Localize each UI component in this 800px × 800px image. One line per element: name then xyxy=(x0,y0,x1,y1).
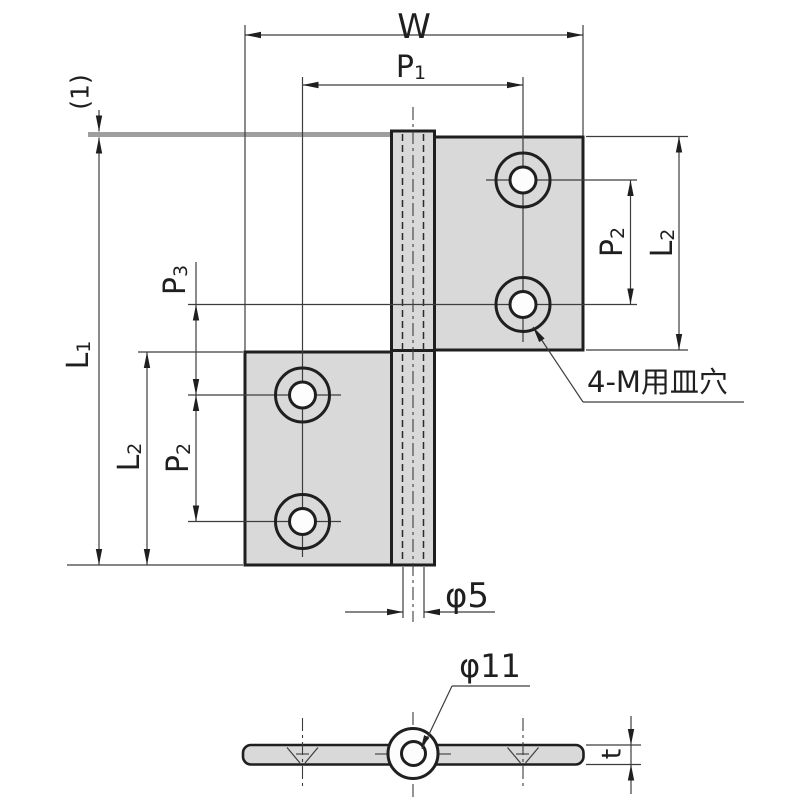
arrowhead xyxy=(143,549,151,565)
countersunk-hole-mid-right xyxy=(494,276,552,333)
phi11-label: φ11 xyxy=(459,647,521,685)
arrowhead xyxy=(143,352,151,368)
arrowhead xyxy=(95,549,103,565)
phi5-label: φ5 xyxy=(445,576,489,616)
pin-hole-circle xyxy=(400,740,427,767)
arrowhead xyxy=(627,180,634,196)
countersunk-hole-top-right xyxy=(494,151,552,209)
dimension-w: W xyxy=(244,7,584,351)
t-label: t xyxy=(597,749,628,760)
countersink-mark xyxy=(304,747,319,764)
arrowhead xyxy=(567,31,583,39)
arrowhead xyxy=(95,115,103,132)
dimension-l2-right: L2 xyxy=(586,135,688,351)
p1-label: P1 xyxy=(396,50,426,85)
p3-label: P3 xyxy=(158,265,193,295)
arrowhead xyxy=(302,81,319,89)
p2-right-label: P2 xyxy=(595,227,630,257)
dimension-p3-p2-left: P3 P2 xyxy=(158,262,200,522)
dimension-phi5: φ5 xyxy=(345,567,495,618)
dimension-l2-left: L2 xyxy=(112,351,243,565)
arrowhead xyxy=(424,608,440,616)
countersink-note-label: 4-M用皿穴 xyxy=(587,365,728,399)
l2-left-label: L2 xyxy=(112,443,147,472)
left-leaf xyxy=(243,350,393,567)
arrowhead xyxy=(192,395,200,411)
dimension-paren-one: (1) xyxy=(66,74,103,132)
paren-one-label: (1) xyxy=(66,74,95,109)
dimension-p2-right: P2 xyxy=(595,180,634,305)
arrowhead xyxy=(421,735,430,748)
countersunk-hole-mid-left xyxy=(274,366,331,424)
dimension-p1: P1 xyxy=(302,50,523,89)
arrowhead xyxy=(192,304,200,321)
arrowhead xyxy=(245,31,261,39)
l2-right-label: L2 xyxy=(645,229,680,258)
dimension-l1: L1 xyxy=(61,137,243,566)
arrowhead xyxy=(675,136,683,153)
l1-label: L1 xyxy=(61,341,96,370)
arrowhead xyxy=(192,505,200,522)
countersink-mark xyxy=(507,747,521,764)
top-view: W P1 (1) L1 L2 xyxy=(61,7,744,622)
p2-left-label: P2 xyxy=(161,443,196,473)
arrowhead xyxy=(627,288,634,305)
arrowhead xyxy=(675,334,683,350)
w-label: W xyxy=(397,7,431,47)
arrowhead xyxy=(627,764,635,781)
countersink-mark xyxy=(286,747,301,764)
countersink-note: 4-M用皿穴 xyxy=(532,326,744,403)
arrowhead xyxy=(95,137,103,154)
right-leaf xyxy=(433,135,585,352)
arrowhead xyxy=(533,327,545,343)
dimension-phi11: φ11 xyxy=(421,647,530,750)
arrowhead xyxy=(507,81,523,89)
arrowhead xyxy=(192,379,200,395)
dimension-t: t xyxy=(586,716,641,794)
countersink-mark xyxy=(525,747,539,764)
side-view: φ11 t xyxy=(241,647,641,797)
countersunk-hole-bottom-left xyxy=(274,493,331,550)
arrowhead xyxy=(387,608,403,616)
arrowhead xyxy=(627,729,635,745)
